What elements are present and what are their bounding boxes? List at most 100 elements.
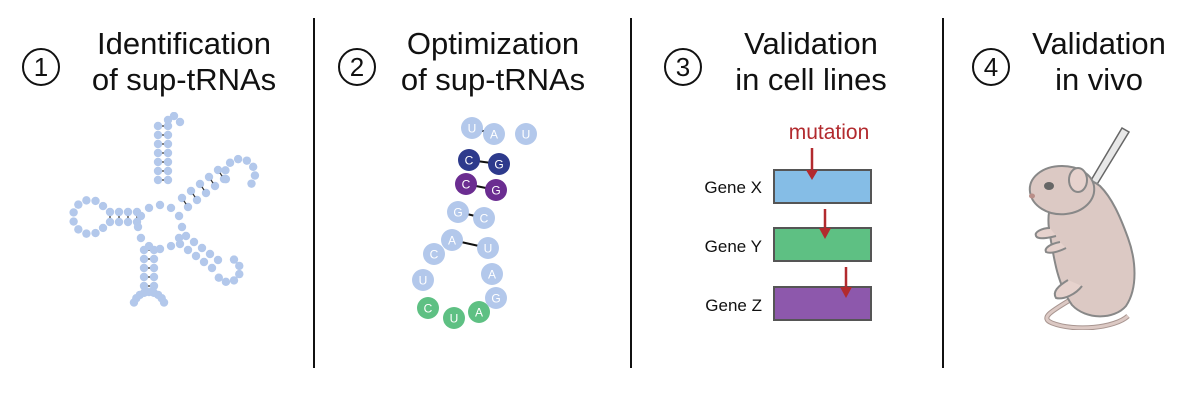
trna-nucleotide xyxy=(155,200,165,210)
trna-nucleotide xyxy=(153,166,163,176)
mouse-hind-paw xyxy=(1053,279,1083,300)
trna-nucleotide xyxy=(69,208,78,217)
trna-nucleotide xyxy=(163,166,173,176)
trna-nucleotide xyxy=(248,162,258,172)
hairpin-nucleotide xyxy=(483,123,505,145)
panel-1-title-line1: Identification xyxy=(96,26,272,61)
hairpin-nucleotide-letter: C xyxy=(424,302,433,316)
mutation-arrowhead-gene-y xyxy=(819,228,831,239)
trna-nucleotide xyxy=(242,156,252,165)
panel-3-title-line1: Validation xyxy=(744,26,878,61)
trna-nucleotide xyxy=(201,188,211,198)
hairpin-nucleotide-letter: U xyxy=(468,122,477,136)
panel-2-title-line2: of sup-tRNAs xyxy=(400,62,586,97)
hairpin-nucleotide xyxy=(412,269,434,291)
hairpin-nucleotide xyxy=(485,287,507,309)
panel-3-title-line2: in cell lines xyxy=(735,62,887,97)
trna-nucleotide xyxy=(189,237,199,247)
hairpin-nucleotide xyxy=(481,263,503,285)
trna-nucleotide xyxy=(163,115,173,125)
hairpin-nucleotide xyxy=(423,243,445,265)
panel-identification: 1 Identification of sup-tRNAs xyxy=(0,0,314,405)
trna-nucleotide xyxy=(197,243,207,253)
trna-nucleotide xyxy=(74,200,83,209)
trna-nucleotide xyxy=(235,269,244,279)
panel-2-title: Optimization of sup-tRNAs xyxy=(386,26,600,98)
mutation-arrowhead-gene-z xyxy=(840,287,852,298)
hairpin-nucleotide xyxy=(515,123,537,145)
hairpin-nucleotide-letter: G xyxy=(494,158,503,172)
mouse-front-paw xyxy=(1034,227,1057,240)
trna-nucleotide xyxy=(123,207,133,217)
hairpin-nucleotide xyxy=(485,179,507,201)
gene-z-bar xyxy=(773,286,872,321)
hairpin-nucleotide-letter: C xyxy=(480,212,489,226)
mutation-label: mutation xyxy=(789,121,870,144)
trna-nucleotide xyxy=(105,217,115,227)
trna-nucleotide xyxy=(82,229,91,238)
step-number-3: 3 xyxy=(664,48,702,86)
divider-3 xyxy=(942,18,944,368)
gene-x-bar xyxy=(773,169,872,204)
trna-nucleotide xyxy=(155,244,165,254)
panel-3-title: Validation in cell lines xyxy=(714,26,908,98)
trna-nucleotide xyxy=(163,148,173,158)
trna-base-pair-line xyxy=(183,200,187,205)
trna-nucleotide xyxy=(235,261,244,271)
panel-4-title: Validation in vivo xyxy=(1022,26,1176,98)
hairpin-nucleotide-letter: A xyxy=(475,306,483,320)
trna-nucleotide xyxy=(229,255,239,264)
panel-4-title-line1: Validation xyxy=(1032,26,1166,61)
trna-base-pair-line xyxy=(210,179,214,184)
hairpin-nucleotide-letter: G xyxy=(491,184,500,198)
hairpin-nucleotide-letter: U xyxy=(419,274,428,288)
trna-nucleotide xyxy=(250,171,260,180)
trna-nucleotide xyxy=(233,154,243,164)
hairpin-nucleotide xyxy=(477,237,499,259)
panel-4-title-line2: in vivo xyxy=(1055,62,1143,97)
trna-nucleotide xyxy=(98,223,108,233)
trna-nucleotide xyxy=(139,254,149,264)
trna-nucleotide xyxy=(221,166,230,175)
divider-2 xyxy=(630,18,632,368)
hairpin-nucleotide-letter: G xyxy=(453,206,462,220)
trna-nucleotide xyxy=(186,186,196,196)
trna-nucleotide xyxy=(139,281,149,291)
trna-nucleotide xyxy=(163,157,173,167)
trna-nucleotide xyxy=(139,272,149,282)
hairpin-nucleotide-letter: U xyxy=(522,128,531,142)
trna-nucleotide xyxy=(181,231,191,241)
trna-nucleotide xyxy=(149,254,159,264)
trna-nucleotide xyxy=(221,277,231,287)
trna-nucleotide xyxy=(114,207,124,217)
trna-nucleotide xyxy=(183,245,193,255)
step-number-4: 4 xyxy=(972,48,1010,86)
trna-nucleotide xyxy=(169,112,179,121)
panel-cell-validation: 3 Validation in cell lines mutation Gene… xyxy=(632,0,942,405)
step-number-1: 1 xyxy=(22,48,60,86)
trna-nucleotide xyxy=(213,165,223,175)
hairpin-nucleotide xyxy=(488,153,510,175)
gene-x-label: Gene X xyxy=(704,178,762,197)
step-number-2: 2 xyxy=(338,48,376,86)
panel-1-title-line2: of sup-tRNAs xyxy=(91,62,277,97)
trna-nucleotide xyxy=(153,148,163,158)
cloverleaf-trna-diagram xyxy=(69,112,260,307)
trna-nucleotide xyxy=(175,117,185,127)
trna-nucleotide xyxy=(159,298,169,307)
hairpin-nucleotide-letter: G xyxy=(491,292,500,306)
trna-nucleotide xyxy=(225,158,235,167)
hairpin-nucleotide-letter: A xyxy=(488,268,496,282)
divider-1 xyxy=(313,18,315,368)
trna-nucleotide xyxy=(214,273,224,282)
trna-nucleotide xyxy=(105,207,115,217)
mouse-ear xyxy=(1068,167,1088,193)
trna-nucleotide xyxy=(74,225,83,234)
trna-nucleotide xyxy=(149,281,159,291)
trna-nucleotide xyxy=(221,174,231,184)
hairpin-nucleotide xyxy=(443,307,465,329)
mouse-injection-illustration xyxy=(1028,126,1136,330)
gene-y-label: Gene Y xyxy=(705,237,762,256)
